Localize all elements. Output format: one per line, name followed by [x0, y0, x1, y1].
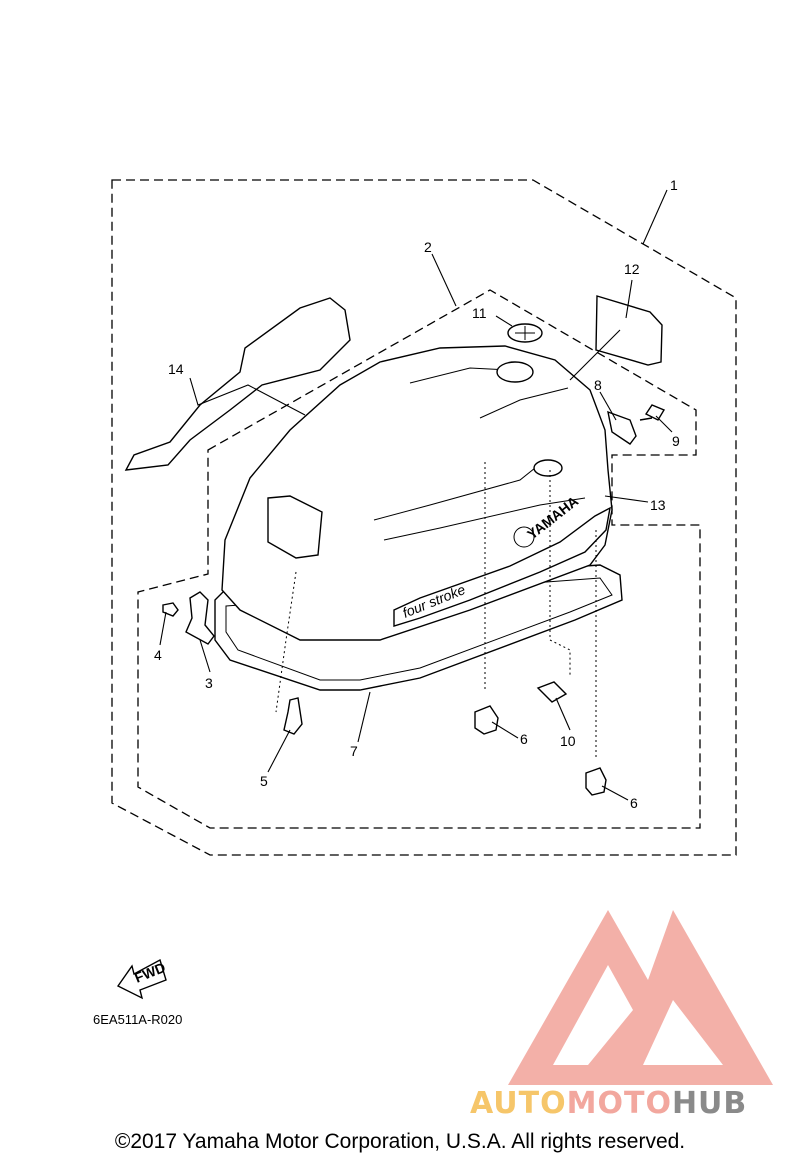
- callout-12: 12: [624, 261, 640, 277]
- part-4-rivet: [162, 602, 179, 617]
- diagram-code: 6EA511A-R020: [93, 1012, 183, 1027]
- cowling-crease-4: [383, 497, 586, 541]
- leader-3: [199, 639, 211, 673]
- part-8-bracket: [607, 410, 637, 445]
- leader-13: [604, 495, 649, 503]
- grommet-detail: [515, 326, 535, 340]
- leader-4: [159, 611, 167, 646]
- copyright-notice: ©2017 Yamaha Motor Corporation, U.S.A. A…: [114, 1130, 686, 1153]
- part-9-screw: [639, 404, 666, 421]
- part-12-plate: [595, 295, 663, 366]
- watermark-text-moto: MOTO: [566, 1086, 672, 1121]
- leader-10: [555, 697, 571, 731]
- callout-9: 9: [672, 433, 680, 449]
- leader-9: [655, 415, 673, 433]
- group-outline-2: [137, 289, 701, 829]
- leader-7: [357, 691, 371, 743]
- leader-11: [495, 315, 513, 327]
- leader-6a: [491, 721, 519, 739]
- callout-1: 1: [670, 177, 678, 193]
- watermark-text: AUTOMOTOHUB: [470, 1086, 747, 1121]
- cowling-crease-1: [409, 367, 511, 384]
- part-3-bracket: [185, 591, 215, 645]
- callout-11: 11: [472, 305, 487, 321]
- callout-7: 7: [350, 743, 358, 759]
- leader-12: [569, 279, 633, 381]
- part-6-stop-a: [474, 705, 499, 735]
- cowling-vent: [267, 495, 323, 559]
- part-13-decal: [393, 506, 611, 627]
- callout-4: 4: [154, 647, 162, 663]
- leader-6b: [601, 785, 629, 801]
- part-10-damper: [536, 681, 568, 703]
- part-5-hook: [283, 697, 303, 735]
- callout-6b: 6: [630, 795, 638, 811]
- watermark-logo-icon: [508, 910, 773, 1085]
- tuning-fork-logo: [513, 526, 535, 548]
- callout-13: 13: [650, 497, 666, 513]
- part-7-seal-inner: [225, 577, 613, 681]
- leader-8: [599, 391, 617, 421]
- callout-6a: 6: [520, 731, 528, 747]
- leader-1: [642, 189, 668, 245]
- callout-10: 10: [560, 733, 576, 749]
- part-14-pad: [124, 297, 351, 471]
- cowling-hole-front: [533, 459, 563, 477]
- leader-5: [267, 729, 291, 773]
- callout-5: 5: [260, 773, 268, 789]
- callout-2: 2: [424, 239, 432, 255]
- part-6-stop-b: [585, 767, 607, 796]
- guide-2: [549, 470, 571, 676]
- watermark-text-auto: AUTO: [470, 1086, 567, 1121]
- cowling-crease-3: [373, 459, 546, 521]
- group-outline-1: [111, 179, 737, 856]
- cowling-crease-2: [479, 387, 569, 419]
- fwd-arrow-icon: [116, 958, 167, 1000]
- callout-8: 8: [594, 377, 602, 393]
- cowling-hole-top: [496, 361, 534, 383]
- callout-3: 3: [205, 675, 213, 691]
- watermark-text-hub: HUB: [671, 1086, 748, 1121]
- leader-2: [431, 253, 457, 307]
- leader-14: [189, 377, 306, 416]
- callout-14: 14: [168, 361, 184, 377]
